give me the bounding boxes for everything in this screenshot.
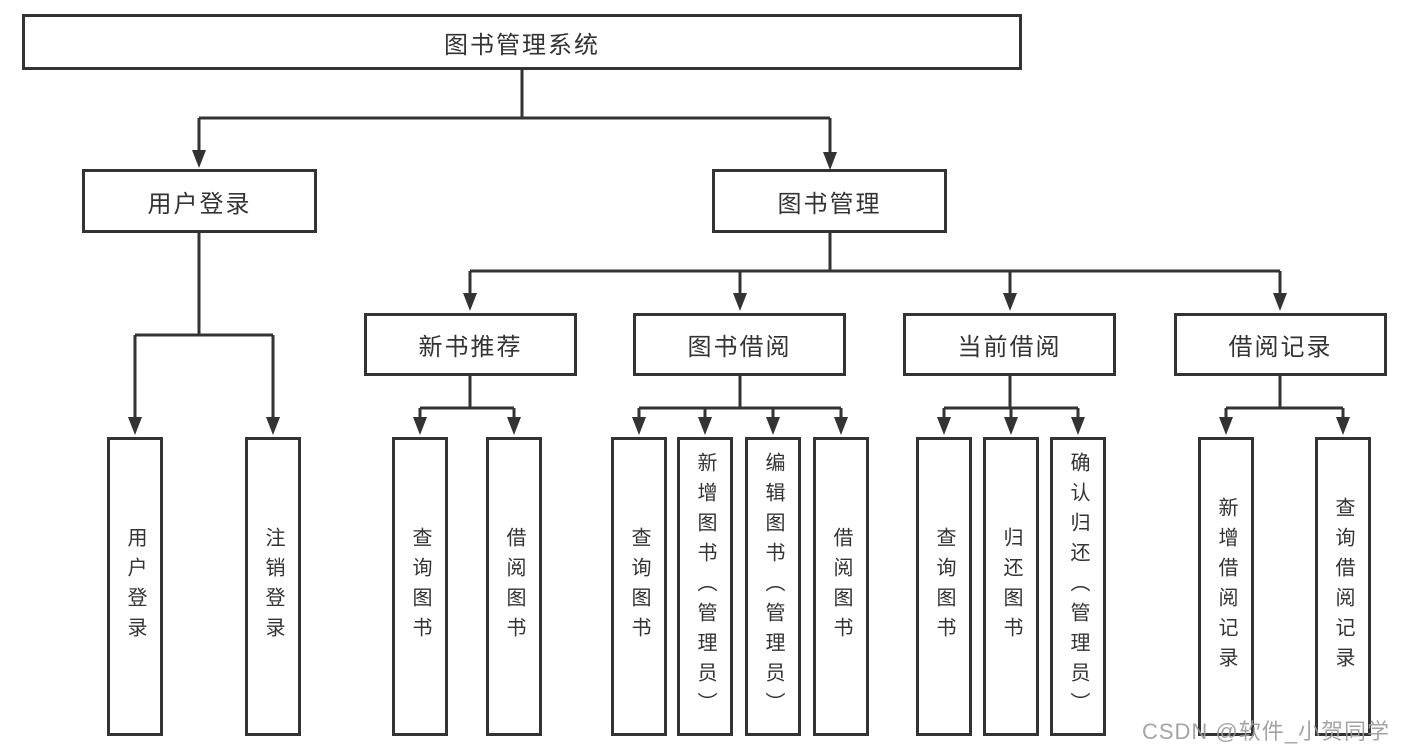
node-leaf-newrec-borrow-books-label: 借阅图书	[503, 526, 525, 647]
arrowhead	[937, 417, 951, 435]
node-borrow-records-label: 借阅记录	[1228, 334, 1333, 361]
node-leaf-current-confirm-return-admin: 确认归还（管理员）	[1050, 437, 1106, 736]
node-book-management: 图书管理	[712, 169, 947, 233]
arrowhead	[266, 417, 280, 435]
node-leaf-borrow-edit-books-admin: 编辑图书（管理员）	[745, 437, 801, 736]
edges-new-book-rec-to-leaves	[413, 376, 521, 435]
node-root: 图书管理系统	[22, 14, 1022, 70]
arrowhead	[1071, 417, 1085, 435]
node-book-management-label: 图书管理	[777, 190, 882, 218]
node-leaf-borrow-add-books-admin-label: 新增图书（管理员）	[694, 451, 716, 722]
csdn-watermark: CSDN @软件_小贺同学	[1141, 719, 1390, 744]
node-leaf-borrow-borrow-books: 借阅图书	[813, 437, 869, 736]
arrowhead	[413, 417, 427, 435]
node-borrow-records: 借阅记录	[1174, 313, 1387, 376]
arrowhead	[1336, 417, 1350, 435]
arrowhead	[766, 417, 780, 435]
node-leaf-newrec-query-books-label: 查询图书	[409, 526, 431, 647]
node-leaf-records-add-record-label: 新增借阅记录	[1215, 496, 1237, 677]
edges-borrow-records-to-leaves	[1219, 376, 1350, 435]
node-leaf-current-return-books-label: 归还图书	[1000, 526, 1022, 647]
edges-user-login-to-leaves	[128, 233, 280, 435]
node-leaf-newrec-borrow-books: 借阅图书	[486, 437, 542, 736]
node-leaf-logout: 注销登录	[245, 437, 301, 736]
arrowhead	[192, 150, 206, 168]
arrowhead	[1273, 293, 1287, 311]
node-new-book-recommend: 新书推荐	[364, 313, 577, 376]
node-book-borrow-label: 图书借阅	[687, 334, 792, 361]
node-root-label: 图书管理系统	[444, 31, 600, 59]
arrowhead	[128, 417, 142, 435]
arrowhead	[1004, 417, 1018, 435]
arrowhead	[1219, 417, 1233, 435]
node-leaf-current-query-books-label: 查询图书	[933, 526, 955, 647]
node-leaf-user-login-label: 用户登录	[124, 526, 146, 647]
node-leaf-borrow-query-books-label: 查询图书	[628, 526, 650, 647]
node-leaf-borrow-query-books: 查询图书	[611, 437, 667, 736]
arrowhead	[1003, 293, 1017, 311]
node-leaf-user-login: 用户登录	[107, 437, 163, 736]
arrowhead	[823, 152, 837, 170]
edges-root-to-level2	[192, 70, 837, 170]
node-leaf-borrow-edit-books-admin-label: 编辑图书（管理员）	[762, 451, 784, 722]
node-leaf-current-return-books: 归还图书	[983, 437, 1039, 736]
node-leaf-current-query-books: 查询图书	[916, 437, 972, 736]
node-book-borrow: 图书借阅	[633, 313, 846, 376]
node-current-borrow-label: 当前借阅	[957, 334, 1062, 361]
node-leaf-records-query-record: 查询借阅记录	[1315, 437, 1371, 736]
arrowhead	[698, 417, 712, 435]
node-user-login: 用户登录	[82, 169, 317, 233]
node-leaf-records-add-record: 新增借阅记录	[1198, 437, 1254, 736]
node-leaf-logout-label: 注销登录	[262, 526, 284, 647]
arrowhead	[463, 293, 477, 311]
node-leaf-current-confirm-return-admin-label: 确认归还（管理员）	[1067, 451, 1089, 722]
node-leaf-borrow-add-books-admin: 新增图书（管理员）	[677, 437, 733, 736]
arrowhead	[507, 417, 521, 435]
node-current-borrow: 当前借阅	[903, 313, 1116, 376]
node-user-login-label: 用户登录	[147, 190, 252, 218]
node-leaf-newrec-query-books: 查询图书	[392, 437, 448, 736]
node-leaf-borrow-borrow-books-label: 借阅图书	[830, 526, 852, 647]
arrowhead	[733, 293, 747, 311]
edges-book-borrow-to-leaves	[632, 376, 848, 435]
arrowhead	[834, 417, 848, 435]
node-leaf-records-query-record-label: 查询借阅记录	[1332, 496, 1354, 677]
arrowhead	[632, 417, 646, 435]
edges-current-borrow-to-leaves	[937, 376, 1085, 435]
node-new-book-recommend-label: 新书推荐	[418, 334, 523, 361]
edges-book-management-to-level3	[463, 233, 1287, 311]
